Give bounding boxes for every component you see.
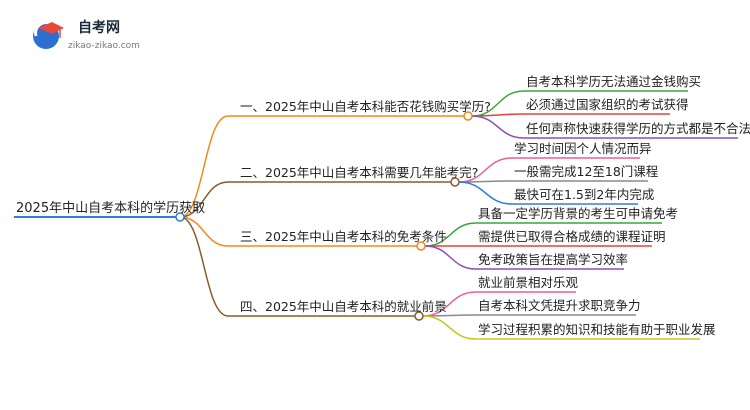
logo-url: zikao-zikao.com — [68, 41, 140, 51]
leaf-node-3-1[interactable]: 具备一定学历背景的考生可申请免考 — [478, 206, 678, 221]
leaf-connector — [422, 315, 477, 340]
leaf-label: 就业前景相对乐观 — [478, 275, 579, 290]
leaf-label: 免考政策旨在提高学习效率 — [478, 252, 628, 267]
leaf-label: 任何声称快速获得学历的方式都是不合法的 — [526, 121, 750, 136]
branch-label: 四、2025年中山自考本科的就业前景 — [240, 299, 447, 314]
root-label: 2025年中山自考本科的学历获取 — [16, 200, 205, 216]
leaf-node-1-2[interactable]: 必须通过国家组织的考试获得 — [526, 97, 689, 112]
nodes: 2025年中山自考本科的学历获取 一、2025年中山自考本科能否花钱购买学历? 自… — [16, 74, 750, 337]
leaf-node-1-3[interactable]: 任何声称快速获得学历的方式都是不合法的 — [526, 121, 750, 136]
leaf-node-2-2[interactable]: 一般需完成12至18门课程 — [514, 164, 659, 179]
logo-name: 自考网 — [78, 19, 120, 36]
leaf-label: 最快可在1.5到2年内完成 — [514, 187, 654, 202]
branch-label: 二、2025年中山自考本科需要几年能考完? — [240, 165, 478, 180]
leaf-label: 一般需完成12至18门课程 — [514, 164, 659, 179]
connector-lines — [14, 90, 738, 340]
leaf-label: 自考本科学历无法通过金钱购买 — [526, 74, 701, 89]
branch-connector — [179, 181, 229, 218]
leaf-label: 自考本科文凭提升求职竞争力 — [478, 298, 641, 313]
branch-label: 三、2025年中山自考本科的免考条件 — [240, 229, 447, 244]
site-logo[interactable]: 自考网 zikao-zikao.com — [33, 19, 140, 51]
leaf-node-2-3[interactable]: 最快可在1.5到2年内完成 — [514, 187, 654, 202]
leaf-label: 学习过程积累的知识和技能有助于职业发展 — [478, 322, 716, 337]
collapse-toggle-icon[interactable] — [414, 311, 424, 321]
leaf-node-4-1[interactable]: 就业前景相对乐观 — [478, 275, 579, 290]
branch-node-3[interactable]: 三、2025年中山自考本科的免考条件 — [240, 229, 447, 244]
leaf-connector — [424, 245, 477, 270]
leaf-node-2-1[interactable]: 学习时间因个人情况而异 — [514, 141, 652, 156]
collapse-toggle-icon[interactable] — [416, 241, 426, 251]
leaf-node-1-1[interactable]: 自考本科学历无法通过金钱购买 — [526, 74, 701, 89]
branch-node-1[interactable]: 一、2025年中山自考本科能否花钱购买学历? — [240, 99, 491, 114]
leaf-node-4-2[interactable]: 自考本科文凭提升求职竞争力 — [478, 298, 641, 313]
leaf-node-3-3[interactable]: 免考政策旨在提高学习效率 — [478, 252, 628, 267]
branch-node-2[interactable]: 二、2025年中山自考本科需要几年能考完? — [240, 165, 478, 180]
graduation-cap-icon — [33, 21, 64, 49]
leaf-label: 必须通过国家组织的考试获得 — [526, 97, 689, 112]
branch-connector — [179, 216, 229, 317]
root-node[interactable]: 2025年中山自考本科的学历获取 — [16, 200, 205, 216]
leaf-node-3-2[interactable]: 需提供已取得合格成绩的课程证明 — [478, 229, 666, 244]
branch-label: 一、2025年中山自考本科能否花钱购买学历? — [240, 99, 491, 114]
branch-node-4[interactable]: 四、2025年中山自考本科的就业前景 — [240, 299, 447, 314]
collapse-toggle-icon[interactable] — [463, 111, 473, 121]
leaf-label: 需提供已取得合格成绩的课程证明 — [478, 229, 666, 244]
collapse-toggle-icon[interactable] — [450, 177, 460, 187]
branch-connector — [179, 216, 229, 247]
leaf-label: 具备一定学历背景的考生可申请免考 — [478, 206, 678, 221]
leaf-label: 学习时间因个人情况而异 — [514, 141, 652, 156]
root-collapse-toggle-icon[interactable] — [175, 212, 185, 222]
branch-connector — [179, 115, 229, 218]
leaf-connector — [471, 115, 525, 139]
leaf-node-4-3[interactable]: 学习过程积累的知识和技能有助于职业发展 — [478, 322, 716, 337]
leaf-connector — [458, 181, 513, 205]
